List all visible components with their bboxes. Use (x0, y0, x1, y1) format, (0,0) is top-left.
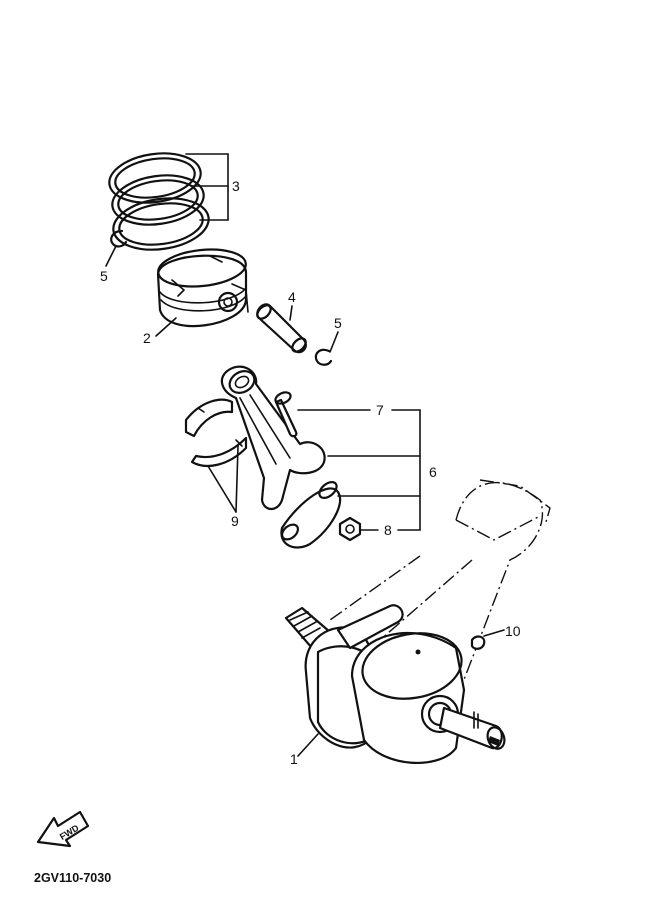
piston-drawing (156, 248, 249, 328)
leader-lines (105, 153, 505, 757)
callout-2-label: 2 (143, 330, 151, 346)
connecting-rod-drawing (220, 365, 342, 549)
callout-3-label: 3 (232, 178, 240, 194)
callout-9-label: 9 (231, 513, 239, 529)
fwd-arrow: FWD (36, 810, 90, 848)
callout-6-label: 6 (429, 464, 437, 480)
piston-pin-drawing (256, 303, 307, 354)
callout-7-label: 7 (376, 402, 384, 418)
piston-rings-drawing (108, 152, 210, 251)
part-code: 2GV110-7030 (34, 871, 111, 885)
circlip-right-drawing (314, 348, 333, 366)
callout-4-label: 4 (288, 289, 296, 305)
nut-drawing (338, 516, 362, 542)
circlip-left-drawing (110, 229, 128, 248)
crankshaft-drawing (284, 479, 551, 765)
callout-5-right-label: 5 (334, 315, 342, 331)
callout-8-label: 8 (384, 522, 392, 538)
callout-5-left-label: 5 (100, 268, 108, 284)
callout-1-label: 1 (290, 751, 298, 767)
callout-10-label: 10 (505, 623, 521, 639)
